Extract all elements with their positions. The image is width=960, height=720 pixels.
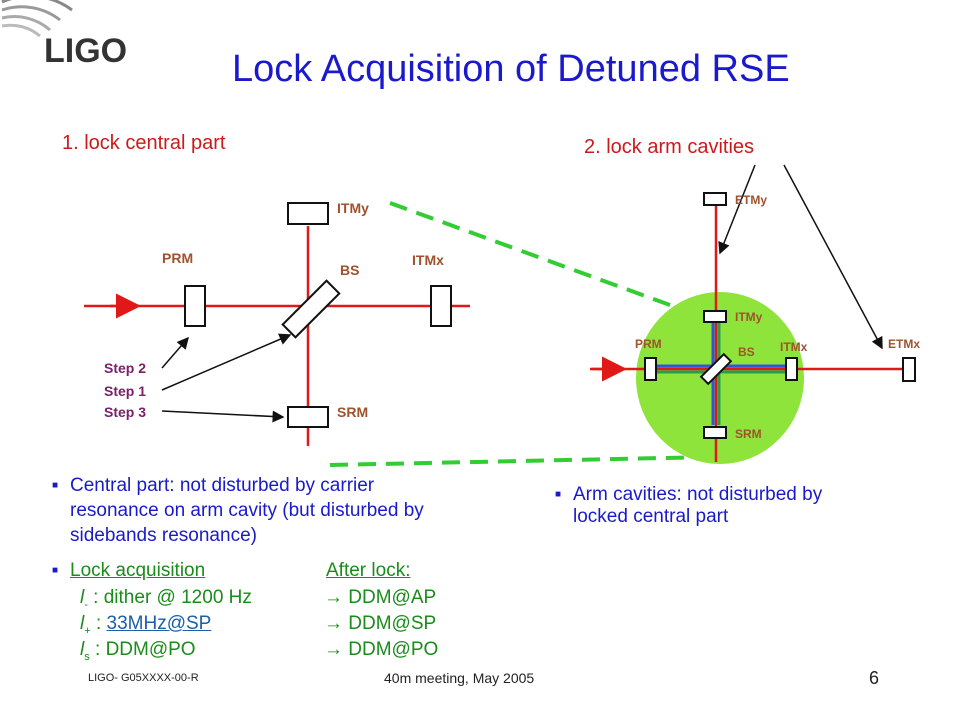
row-subscript: - (84, 598, 88, 611)
label-itmy-right: ITMy (735, 310, 763, 324)
row-symbol: l (80, 639, 85, 660)
row-value-link[interactable]: 33MHz@SP (106, 613, 212, 634)
bs-mirror (281, 279, 341, 339)
arrow-icon: → (324, 639, 343, 660)
page-number: 6 (869, 668, 880, 688)
row-value: : DDM@PO (89, 639, 196, 660)
bullet-lock: ■ Lock acquisition After lock: (52, 558, 490, 583)
ligo-logo-text: LIGO (44, 32, 128, 70)
bullet-central-line2: resonance on arm cavity (but disturbed b… (70, 500, 424, 521)
label-step1: Step 1 (104, 383, 147, 399)
step1-arrow (161, 333, 292, 391)
itmy-mirror-right (703, 310, 727, 323)
bullet-central-line3: sidebands resonance) (70, 525, 257, 546)
step2-arrow (161, 336, 189, 369)
etmx-mirror (902, 357, 916, 382)
bullet-arm-line2: locked central part (573, 506, 729, 527)
bullet-marker-icon: ■ (555, 489, 562, 500)
ligo-logo (0, 0, 150, 80)
after-row-minus: → DDM@AP (324, 585, 436, 610)
etmy-mirror (703, 192, 727, 206)
srm-mirror-right (703, 426, 727, 439)
after-row-plus: → DDM@SP (324, 611, 436, 636)
label-srm: SRM (337, 404, 369, 420)
arrow-icon: → (324, 613, 343, 634)
itmx-mirror-right (785, 357, 798, 381)
itmx-mirror (430, 285, 452, 327)
footer-meeting: 40m meeting, May 2005 (384, 670, 535, 686)
label-prm-right: PRM (635, 337, 662, 351)
bullet-central: ■ Central part: not disturbed by carrier… (52, 473, 424, 548)
label-etmx-right: ETMx (888, 337, 921, 351)
lock-row-minus: l- : dither @ 1200 Hz (80, 585, 252, 618)
itmy-mirror (287, 202, 329, 225)
lock-row-s: ls : DDM@PO (80, 637, 196, 670)
prm-mirror (184, 285, 206, 327)
bullet-central-line1: Central part: not disturbed by carrier (70, 475, 375, 496)
row-value: : dither @ 1200 Hz (87, 587, 252, 608)
label-srm-right: SRM (735, 427, 762, 441)
etmx-pointer-arrow (783, 164, 883, 350)
footer-doc-id: LIGO- G05XXXX-00-R (88, 672, 199, 684)
srm-mirror (287, 406, 329, 428)
after-value: DDM@AP (348, 587, 437, 608)
label-itmx-right: ITMx (780, 340, 808, 354)
label-prm: PRM (162, 250, 194, 266)
label-itmx: ITMx (412, 252, 444, 268)
lock-row-plus: l+ : 33MHz@SP (80, 613, 212, 637)
step3-arrow (161, 410, 285, 423)
row-symbol: l (80, 613, 85, 634)
label-itmy: ITMy (337, 200, 369, 216)
row-subscript: + (84, 624, 91, 637)
bullet-arm-line1: Arm cavities: not disturbed by (573, 484, 823, 505)
section-central: 1. lock central part (62, 132, 226, 154)
bullet-marker-icon: ■ (52, 480, 59, 491)
arrow-icon: → (324, 587, 343, 608)
section-arm: 2. lock arm cavities (584, 136, 755, 158)
row-symbol: l (80, 587, 85, 608)
after-value: DDM@SP (348, 613, 437, 634)
slide-title: Lock Acquisition of Detuned RSE (232, 48, 790, 90)
bullet-marker-icon: ■ (52, 565, 59, 576)
lock-acquisition-heading: Lock acquisition (70, 560, 206, 581)
row-subscript: s (84, 650, 90, 663)
label-etmy-right: ETMy (735, 193, 768, 207)
etmy-pointer-arrow (718, 164, 756, 255)
ligo-logo-arcs-icon (1, 0, 73, 38)
after-value: DDM@PO (348, 639, 439, 660)
dashed-zoom-bottom (329, 455, 713, 467)
bullet-arm: ■ Arm cavities: not disturbed by locked … (555, 484, 823, 528)
prm-mirror-right (644, 357, 657, 381)
label-step2: Step 2 (104, 360, 147, 376)
label-bs-right: BS (738, 345, 755, 359)
bs-mirror-right (699, 352, 733, 386)
after-row-s: → DDM@PO (324, 637, 438, 662)
label-step3: Step 3 (104, 404, 147, 420)
label-bs: BS (340, 262, 360, 278)
after-lock-heading: After lock: (326, 560, 411, 581)
